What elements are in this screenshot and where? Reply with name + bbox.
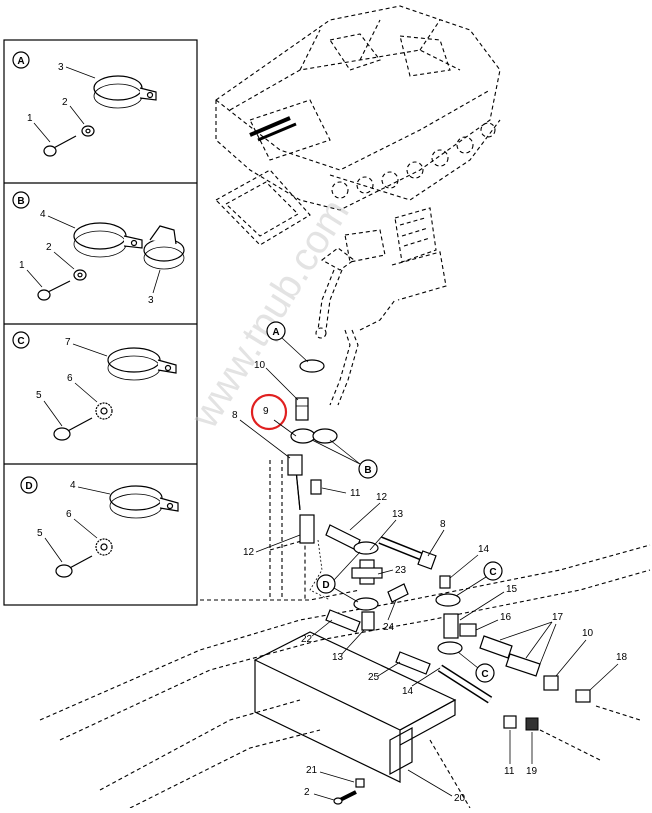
detail-panel-c: C 7 6 5	[12, 331, 177, 441]
callout-8: 8	[232, 410, 238, 421]
detail-panel-b: B 4 2 1 3	[12, 191, 185, 306]
hose-assembly	[287, 359, 641, 805]
callout-22: 22	[301, 634, 313, 645]
callout-d-6: 6	[66, 509, 72, 520]
callout-a-1: 1	[27, 113, 33, 124]
callout-13-lower: 13	[332, 652, 344, 663]
callout-10: 10	[254, 360, 266, 371]
callout-12-left: 12	[243, 547, 255, 558]
callout-11: 11	[350, 488, 361, 499]
upper-assembly	[315, 207, 447, 406]
callout-15: 15	[506, 584, 518, 595]
callout-d-4: 4	[70, 480, 76, 491]
callout-b-2: 2	[46, 242, 52, 253]
panel-letter-a: A	[17, 56, 24, 67]
detail-panel-a: A 3 2 1	[12, 51, 157, 157]
highlight-circle	[250, 393, 288, 431]
callout-23: 23	[395, 565, 407, 576]
ref-b: B	[364, 465, 371, 476]
callout-a-3: 3	[58, 62, 64, 73]
callout-c-5: 5	[36, 390, 42, 401]
callout-21: 21	[306, 765, 318, 776]
callout-25: 25	[368, 672, 380, 683]
ref-c-lower: C	[481, 669, 488, 680]
callout-14-upper: 14	[478, 544, 490, 555]
callout-c-6: 6	[67, 373, 73, 384]
callout-9-highlighted: 9	[263, 406, 269, 417]
detail-panel-d: D 4 6 5	[20, 476, 179, 578]
callout-24: 24	[383, 622, 395, 633]
callout-14-lower: 14	[402, 686, 414, 697]
callout-19: 19	[526, 766, 538, 777]
panel-letter-c: C	[17, 336, 24, 347]
callout-d-5: 5	[37, 528, 43, 539]
mounting-box	[39, 460, 651, 809]
callout-16: 16	[500, 612, 512, 623]
panel-letter-b: B	[17, 196, 24, 207]
detail-references: A B C D C	[266, 321, 503, 683]
vehicle-outline	[215, 5, 501, 263]
callout-b-4: 4	[40, 209, 46, 220]
callout-11-lower: 11	[504, 766, 515, 777]
ref-c-upper: C	[489, 567, 496, 578]
callout-a-2: 2	[62, 97, 68, 108]
callout-2: 2	[304, 787, 310, 798]
callout-17: 17	[552, 612, 564, 623]
callout-10-right: 10	[582, 628, 594, 639]
detail-panels: A 3 2 1 B	[3, 39, 198, 606]
callout-b-1: 1	[19, 260, 25, 271]
panel-letter-d: D	[25, 481, 32, 492]
callout-c-7: 7	[65, 337, 71, 348]
main-callouts: 10 8 11 12 12 13 8 23 14 15 16 17 10 18 …	[232, 360, 628, 804]
callout-12-right: 12	[376, 492, 388, 503]
callout-8-right: 8	[440, 519, 446, 530]
callout-b-3: 3	[148, 295, 154, 306]
ref-d: D	[322, 580, 329, 591]
callout-13-upper: 13	[392, 509, 404, 520]
callout-20: 20	[454, 793, 466, 804]
watermark: www.tpub.com	[182, 192, 358, 437]
callout-18: 18	[616, 652, 628, 663]
ref-a: A	[272, 327, 279, 338]
